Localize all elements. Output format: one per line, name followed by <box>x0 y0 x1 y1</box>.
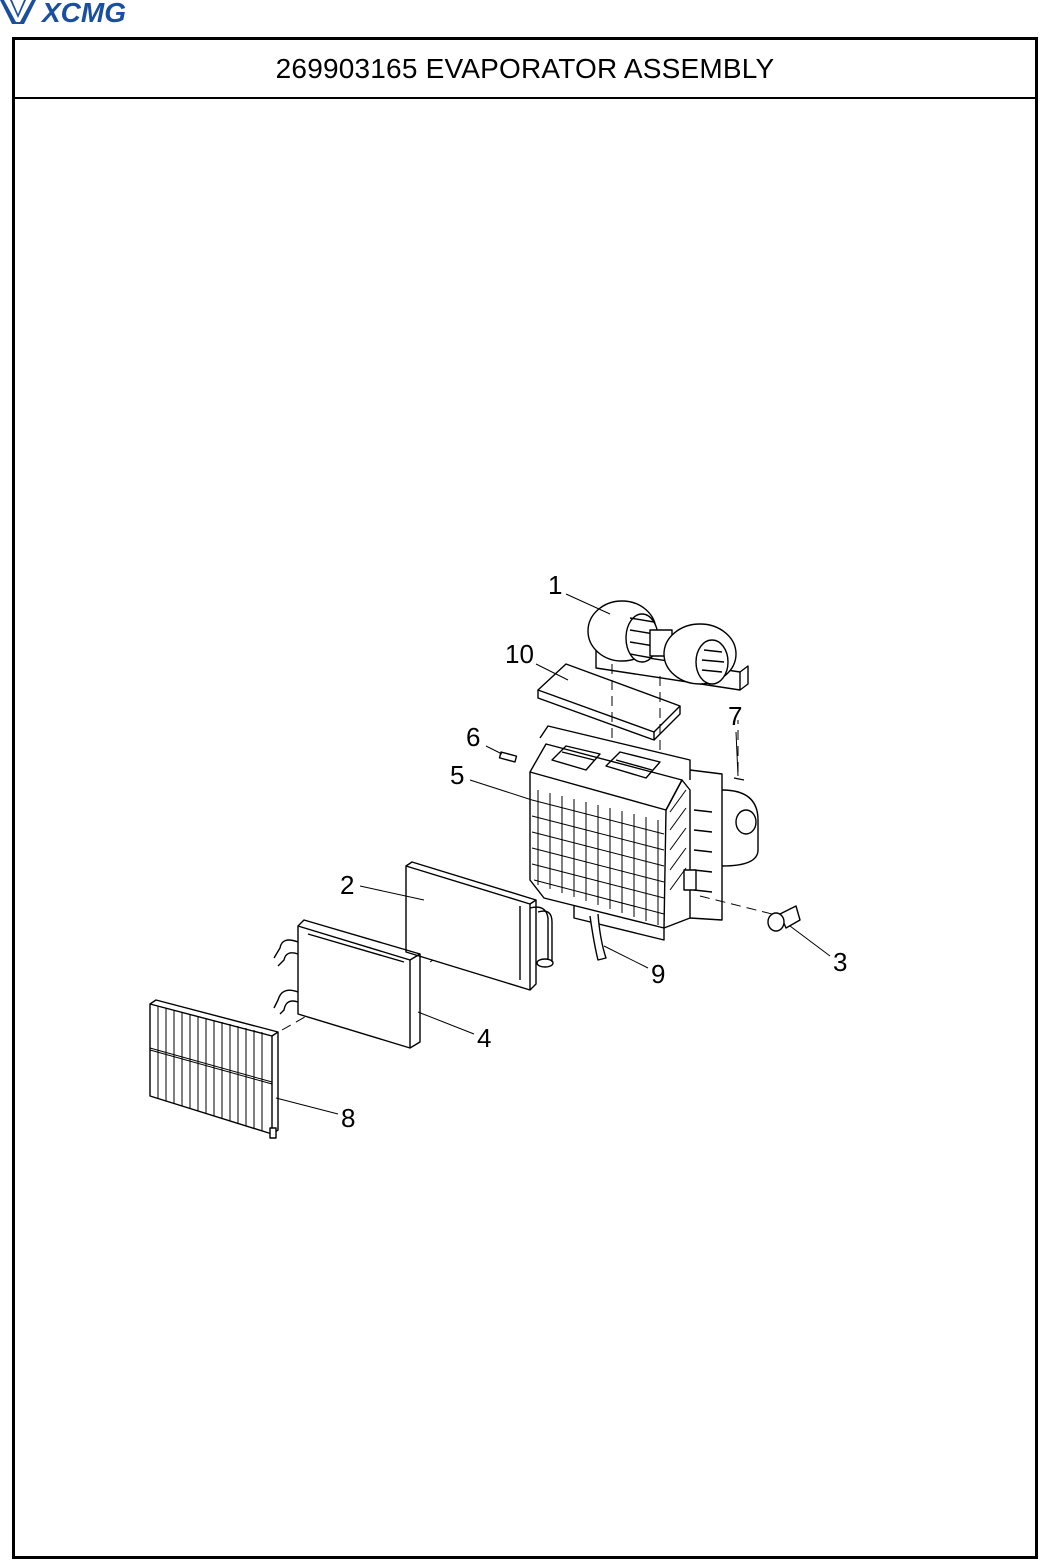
drawing-frame: 269903165 EVAPORATOR ASSEMBLY <box>12 37 1038 1559</box>
callout-5: 5 <box>450 760 464 790</box>
heater-core-part <box>273 919 421 1049</box>
xcmg-logo: XCMG <box>0 0 126 26</box>
callout-2: 2 <box>340 870 354 900</box>
title-bar: 269903165 EVAPORATOR ASSEMBLY <box>15 40 1035 99</box>
callout-4: 4 <box>477 1023 491 1053</box>
page-title: 269903165 EVAPORATOR ASSEMBLY <box>275 52 775 84</box>
drain-hose-part <box>589 913 607 961</box>
callout-9: 9 <box>651 959 665 989</box>
evaporator-core-part <box>405 861 554 991</box>
callout-1: 1 <box>548 570 562 600</box>
screw-part <box>733 777 745 781</box>
callout-3: 3 <box>833 947 847 977</box>
callout-8: 8 <box>341 1103 355 1133</box>
sensor-part <box>767 905 801 932</box>
fresh-air-filter-part <box>149 999 279 1139</box>
blower-motor-part <box>587 600 749 691</box>
callout-10: 10 <box>505 639 534 669</box>
callout-7: 7 <box>728 701 742 731</box>
clip-part <box>498 751 518 763</box>
callout-6: 6 <box>466 722 480 752</box>
evaporator-housing-part <box>529 725 759 941</box>
xcmg-logo-text: XCMG <box>40 0 126 26</box>
filter-pad-part <box>537 663 681 741</box>
